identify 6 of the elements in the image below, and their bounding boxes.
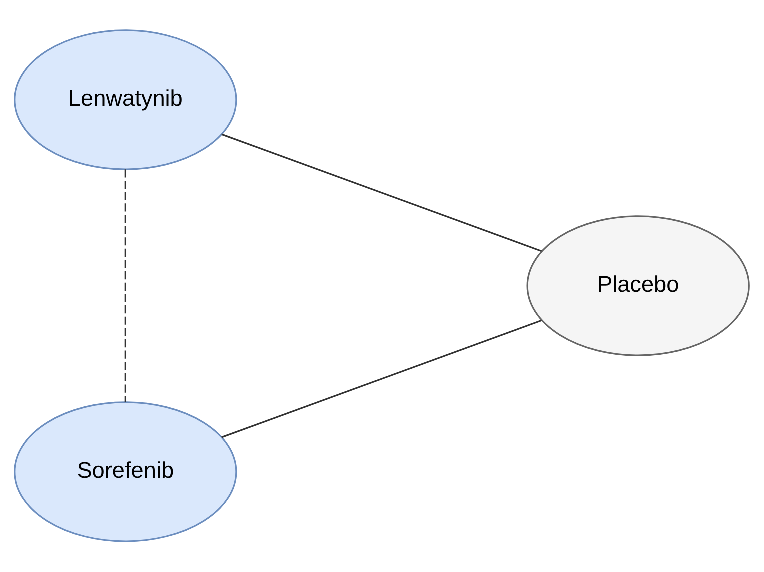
connector [222, 320, 542, 438]
node-ellipse: Sorefenib [14, 402, 238, 542]
node-ellipse: Lenwatynib [14, 30, 238, 170]
node-ellipse: Placebo [526, 216, 750, 356]
connector [222, 134, 542, 252]
connector [124, 170, 126, 402]
